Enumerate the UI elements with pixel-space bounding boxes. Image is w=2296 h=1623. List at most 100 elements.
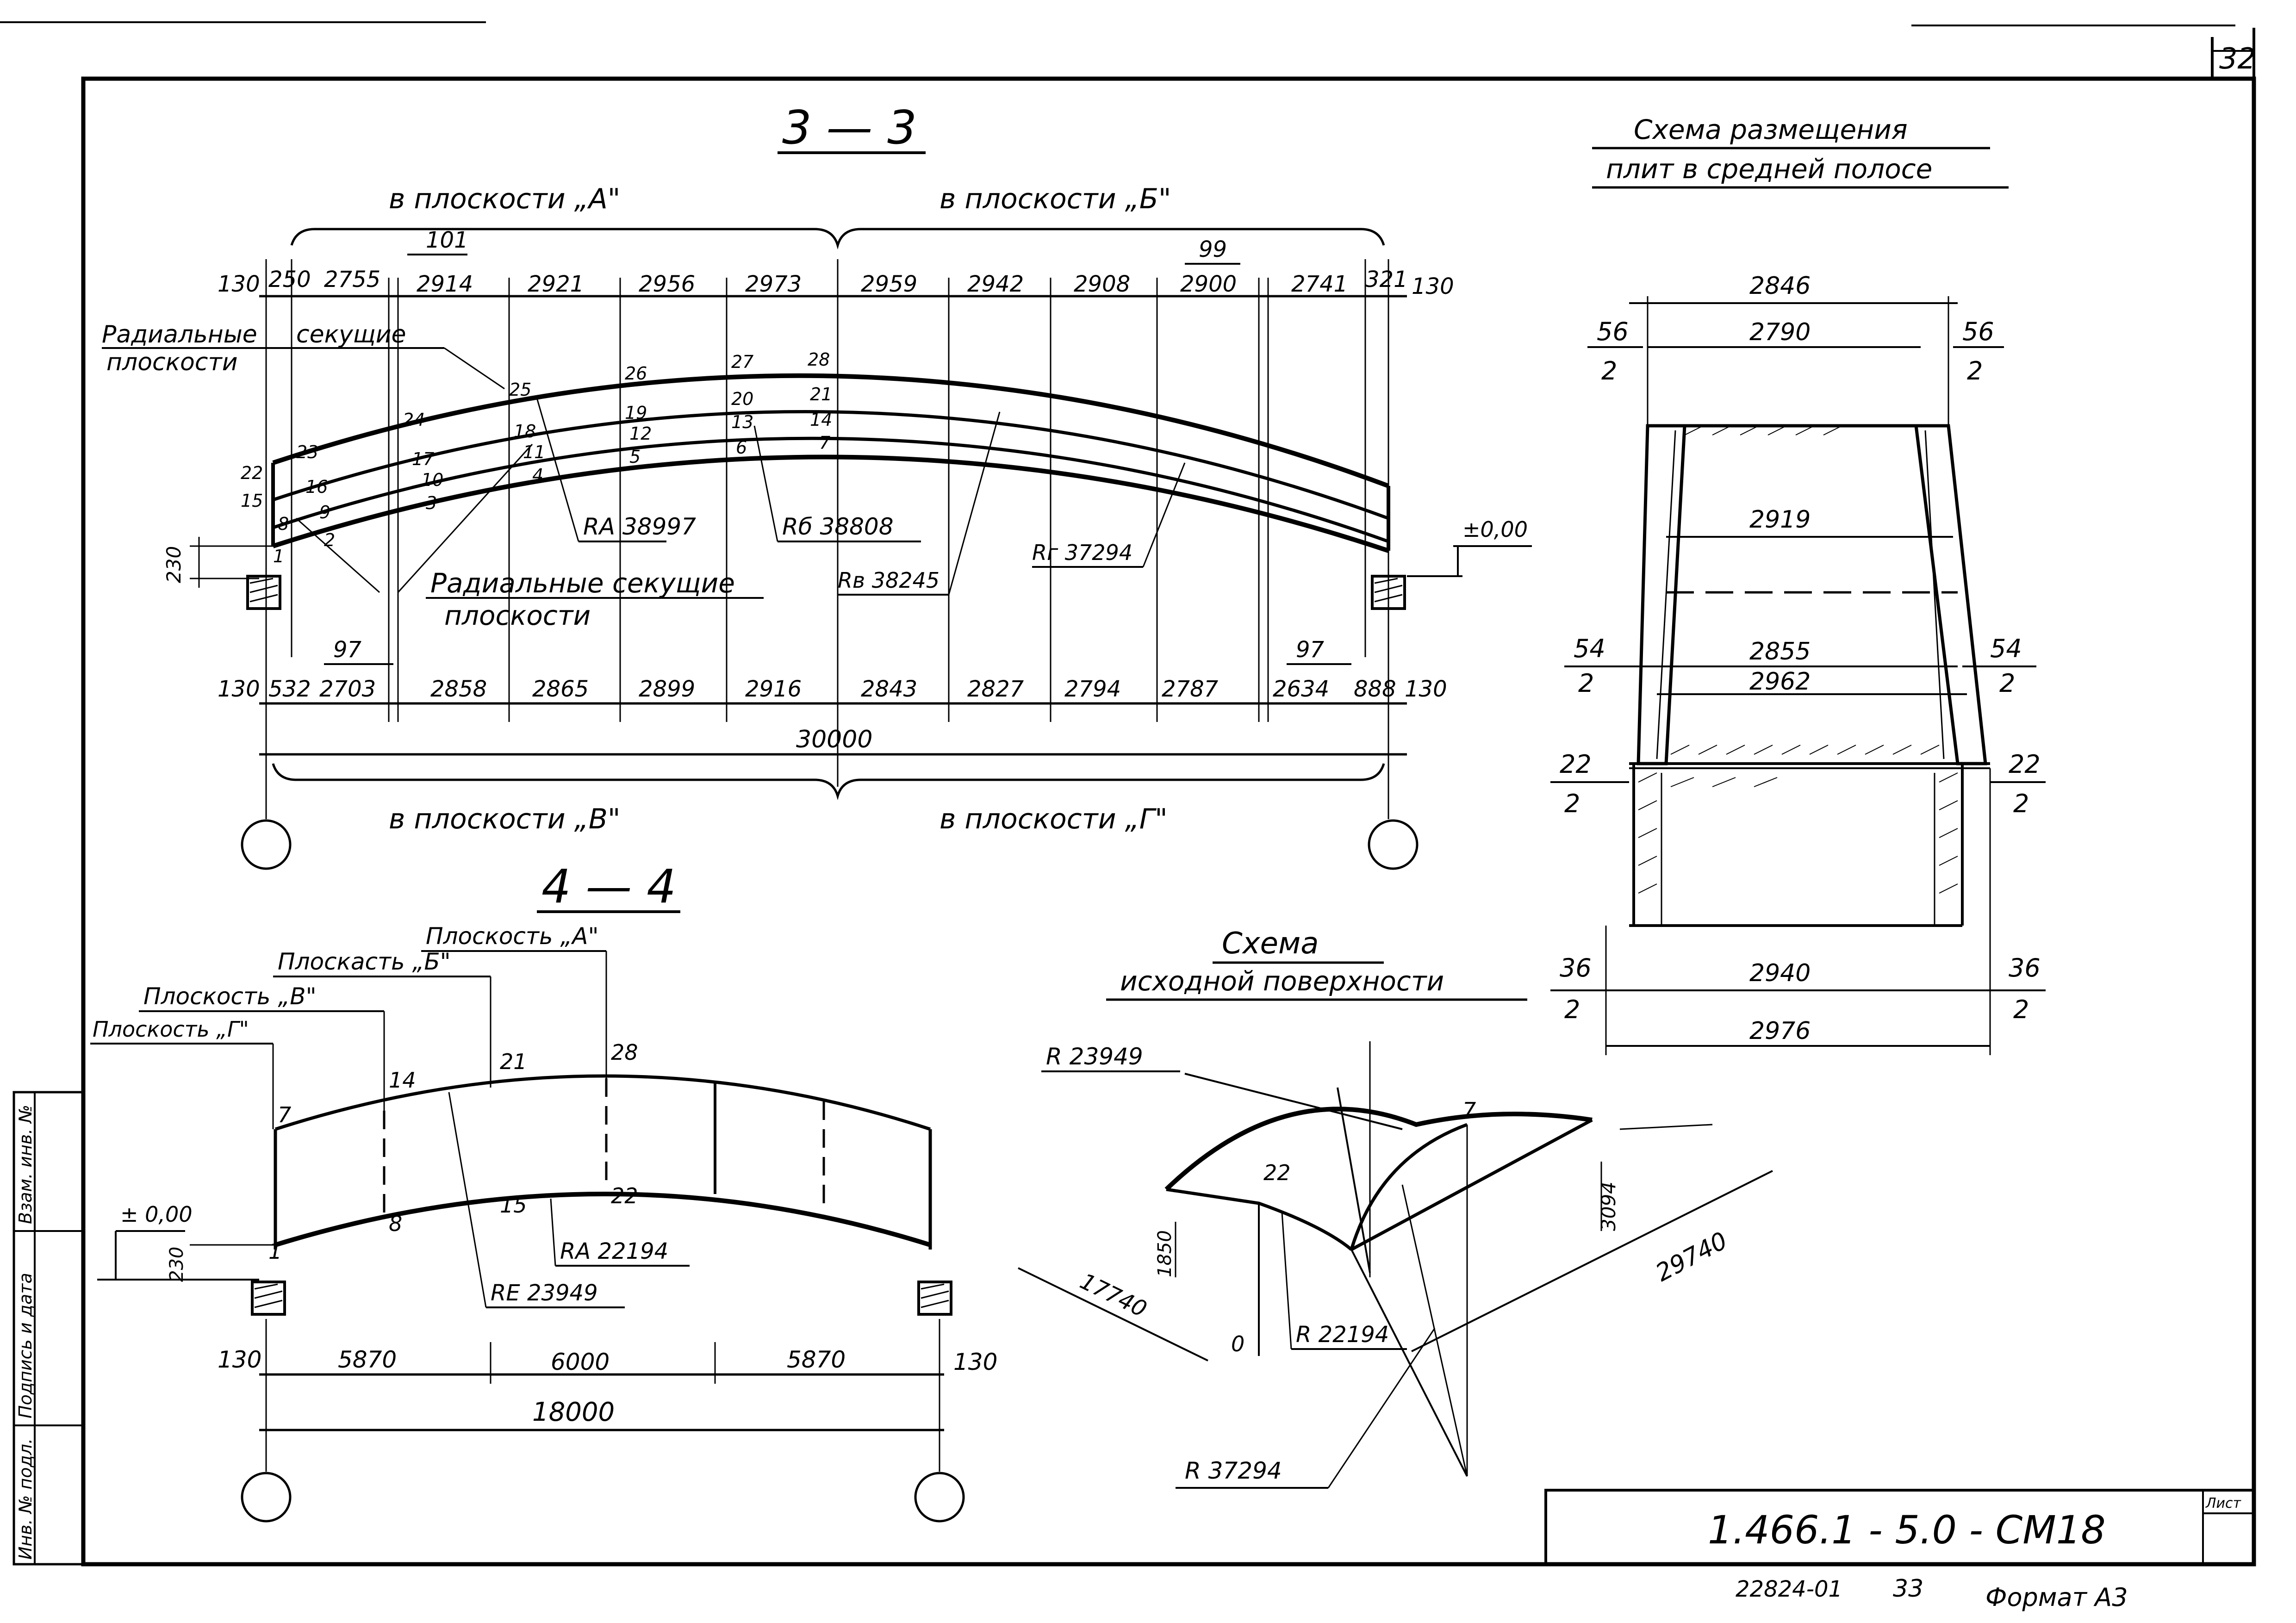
- svg-text:22: 22: [611, 1183, 638, 1208]
- arch-4-4-bottom: [274, 1192, 931, 1247]
- svg-text:2899: 2899: [639, 676, 695, 702]
- svg-text:11: 11: [523, 442, 545, 462]
- svg-text:888: 888: [1354, 676, 1396, 702]
- plane-b-4-4: Плоскасть „Б": [278, 948, 451, 975]
- svg-text:130: 130: [218, 1346, 261, 1373]
- plane-g-4-4: Плоскость „Г": [93, 1017, 249, 1042]
- total-18000: 18000: [532, 1397, 615, 1427]
- svg-text:15: 15: [500, 1193, 527, 1218]
- svg-text:2843: 2843: [861, 676, 917, 702]
- dim-97-left: 97: [333, 637, 362, 663]
- svg-text:2908: 2908: [1074, 271, 1130, 297]
- svg-text:54: 54: [1990, 634, 2022, 663]
- svg-text:28: 28: [808, 349, 830, 370]
- plane-a-4-4: Плоскость „А": [426, 923, 599, 950]
- plate-title-1: Схема размещения: [1634, 114, 1908, 145]
- svg-text:10: 10: [421, 470, 443, 490]
- svg-text:14: 14: [810, 410, 832, 430]
- radial-planes-lower-2: плоскости: [444, 600, 591, 631]
- svg-text:130: 130: [1405, 676, 1447, 702]
- title-block: 1.466.1 - 5.0 - CM18 Лист 22824-01 33 Фо…: [1544, 1489, 2255, 1612]
- svg-text:2: 2: [1601, 356, 1617, 386]
- svg-text:2855: 2855: [1749, 638, 1811, 665]
- svg-text:24: 24: [403, 410, 425, 430]
- plane-b-label: в плоскости „Б": [940, 183, 1171, 215]
- svg-text:2: 2: [1578, 669, 1594, 698]
- svg-text:2787: 2787: [1162, 676, 1219, 702]
- svg-text:5870: 5870: [338, 1346, 397, 1373]
- svg-text:2703: 2703: [319, 676, 376, 702]
- surface-scheme: Схема исходной поверхности R 23949 R 221…: [1018, 927, 1773, 1489]
- svg-text:7: 7: [819, 433, 830, 453]
- inventory-number: 22824-01: [1736, 1576, 1842, 1602]
- dim-99: 99: [1199, 236, 1227, 262]
- svg-text:19: 19: [625, 403, 647, 423]
- svg-text:6: 6: [736, 437, 747, 458]
- radius-g: Rг 37294: [1032, 540, 1132, 565]
- svg-text:2827: 2827: [967, 676, 1024, 702]
- svg-text:2794: 2794: [1064, 676, 1121, 702]
- section-3-3-title: 3 — 3: [782, 100, 917, 155]
- radius-v: Rв 38245: [838, 568, 940, 593]
- surface-title-2: исходной поверхности: [1120, 965, 1444, 997]
- svg-text:8: 8: [278, 514, 289, 534]
- surface-title-1: Схема: [1222, 927, 1319, 961]
- height-230: 230: [162, 546, 185, 583]
- svg-text:8: 8: [389, 1211, 402, 1236]
- svg-text:2: 2: [1999, 669, 2015, 698]
- svg-text:2973: 2973: [745, 271, 802, 297]
- svg-text:3: 3: [426, 493, 437, 513]
- svg-text:22: 22: [2009, 750, 2041, 779]
- svg-text:2916: 2916: [745, 676, 802, 702]
- svg-text:1: 1: [273, 546, 284, 566]
- svg-text:2: 2: [2013, 789, 2029, 818]
- svg-text:2858: 2858: [430, 676, 487, 702]
- top-dimension-values: 130 250 2755 2914 2921 2956 2973 2959 29…: [218, 227, 1454, 299]
- svg-text:5: 5: [629, 447, 641, 467]
- radius-22194: R 22194: [1296, 1322, 1389, 1348]
- svg-text:56: 56: [1962, 317, 1994, 346]
- sheet-number: 32: [2219, 42, 2256, 75]
- height-230-4-4: 230: [166, 1247, 187, 1282]
- svg-text:321: 321: [1365, 267, 1408, 292]
- svg-text:36: 36: [1560, 953, 1592, 983]
- svg-text:1: 1: [268, 1239, 282, 1264]
- svg-text:9: 9: [319, 502, 330, 522]
- svg-text:27: 27: [731, 352, 753, 372]
- radius-23949: R 23949: [1046, 1043, 1143, 1070]
- radial-planes-upper-2: секущие: [296, 321, 406, 348]
- arch-3-3: [271, 373, 1390, 553]
- dim-29740: 29740: [1651, 1227, 1732, 1287]
- section-4-4-title: 4 — 4: [541, 859, 676, 914]
- radius-e-4-4: RЕ 23949: [491, 1280, 598, 1306]
- stamp-signature-label: Подпись и дата: [15, 1273, 36, 1418]
- svg-text:2741: 2741: [1291, 271, 1348, 297]
- plane-a-label: в плоскости „А": [389, 183, 620, 215]
- svg-text:4: 4: [532, 465, 543, 485]
- svg-text:18: 18: [514, 421, 536, 442]
- svg-text:28: 28: [611, 1040, 638, 1065]
- svg-text:2: 2: [1564, 995, 1580, 1024]
- plane-v-4-4: Плоскость „В": [143, 983, 317, 1010]
- svg-text:2900: 2900: [1180, 271, 1237, 297]
- sheet-frame: 32: [0, 21, 2256, 1567]
- svg-text:130: 130: [953, 1349, 997, 1375]
- svg-text:2942: 2942: [967, 271, 1024, 297]
- arch-4-4-point-labels: 1 7 8 14 15 21 22 28: [268, 1040, 638, 1264]
- side-stamp: Инв. № подл. Подпись и дата Взам. инв. №: [12, 1091, 85, 1566]
- svg-text:2956: 2956: [639, 271, 695, 297]
- dim-97-right: 97: [1296, 637, 1325, 663]
- svg-text:15: 15: [241, 491, 263, 511]
- svg-text:21: 21: [810, 384, 832, 404]
- svg-text:2962: 2962: [1749, 668, 1811, 696]
- svg-text:2: 2: [1564, 789, 1580, 818]
- svg-text:20: 20: [731, 389, 753, 409]
- svg-text:26: 26: [625, 363, 647, 384]
- page-number: 33: [1893, 1575, 1923, 1603]
- plane-g-label: в плоскости „Г": [940, 803, 1168, 835]
- svg-text:2914: 2914: [417, 271, 473, 297]
- svg-text:2: 2: [1967, 356, 1983, 386]
- plate-dimension-values: 2846 2790 2919 2855 2962 2940 2976: [1749, 272, 1811, 1045]
- dim-3094: 3094: [1597, 1181, 1620, 1231]
